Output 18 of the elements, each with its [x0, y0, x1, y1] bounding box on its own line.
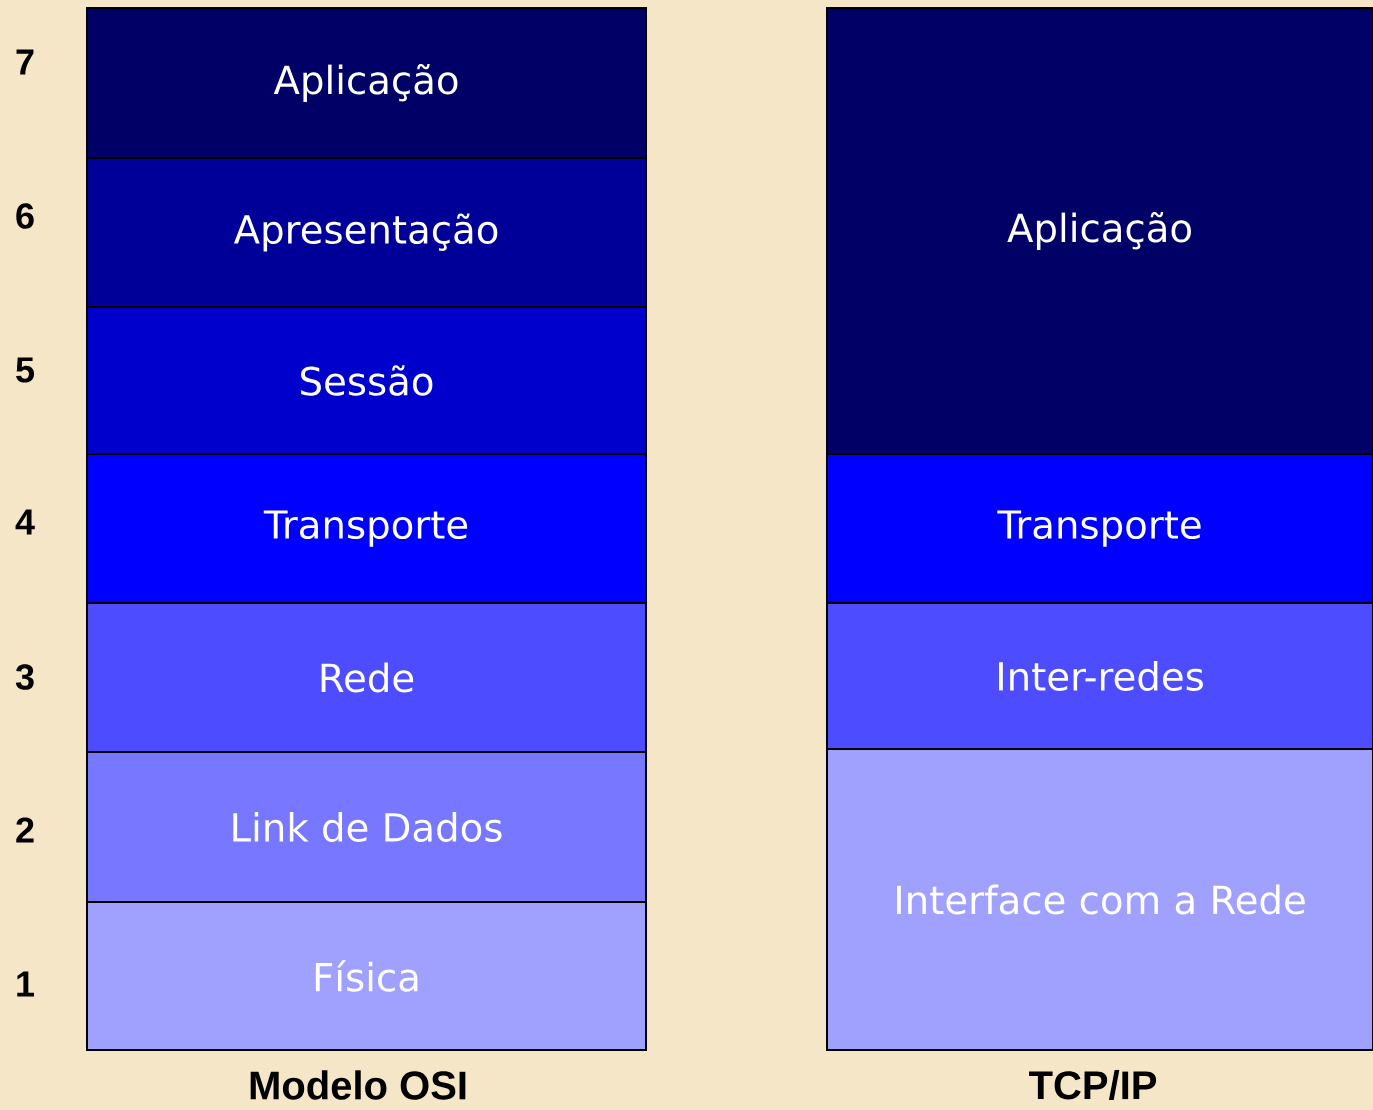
layer-box: Transporte — [86, 453, 647, 604]
layer-box: Inter-redes — [826, 602, 1373, 750]
layer-number: 6 — [16, 203, 34, 229]
layer-box: Aplicação — [86, 7, 647, 159]
layer-number: 3 — [15, 664, 34, 690]
layer-number: 7 — [16, 49, 34, 75]
layer-box: Apresentação — [86, 157, 647, 308]
layer-box: Aplicação — [826, 7, 1373, 455]
layer-box: Transporte — [826, 453, 1373, 604]
layer-number: 1 — [17, 971, 34, 997]
layer-number: 5 — [16, 357, 34, 383]
layer-number: 4 — [15, 509, 35, 535]
layer-box: Rede — [86, 602, 647, 753]
layer-box: Interface com a Rede — [826, 748, 1373, 1051]
layer-box: Física — [86, 901, 647, 1051]
layer-number: 2 — [16, 817, 34, 843]
layer-box: Sessão — [86, 306, 647, 455]
layer-box: Link de Dados — [86, 751, 647, 903]
